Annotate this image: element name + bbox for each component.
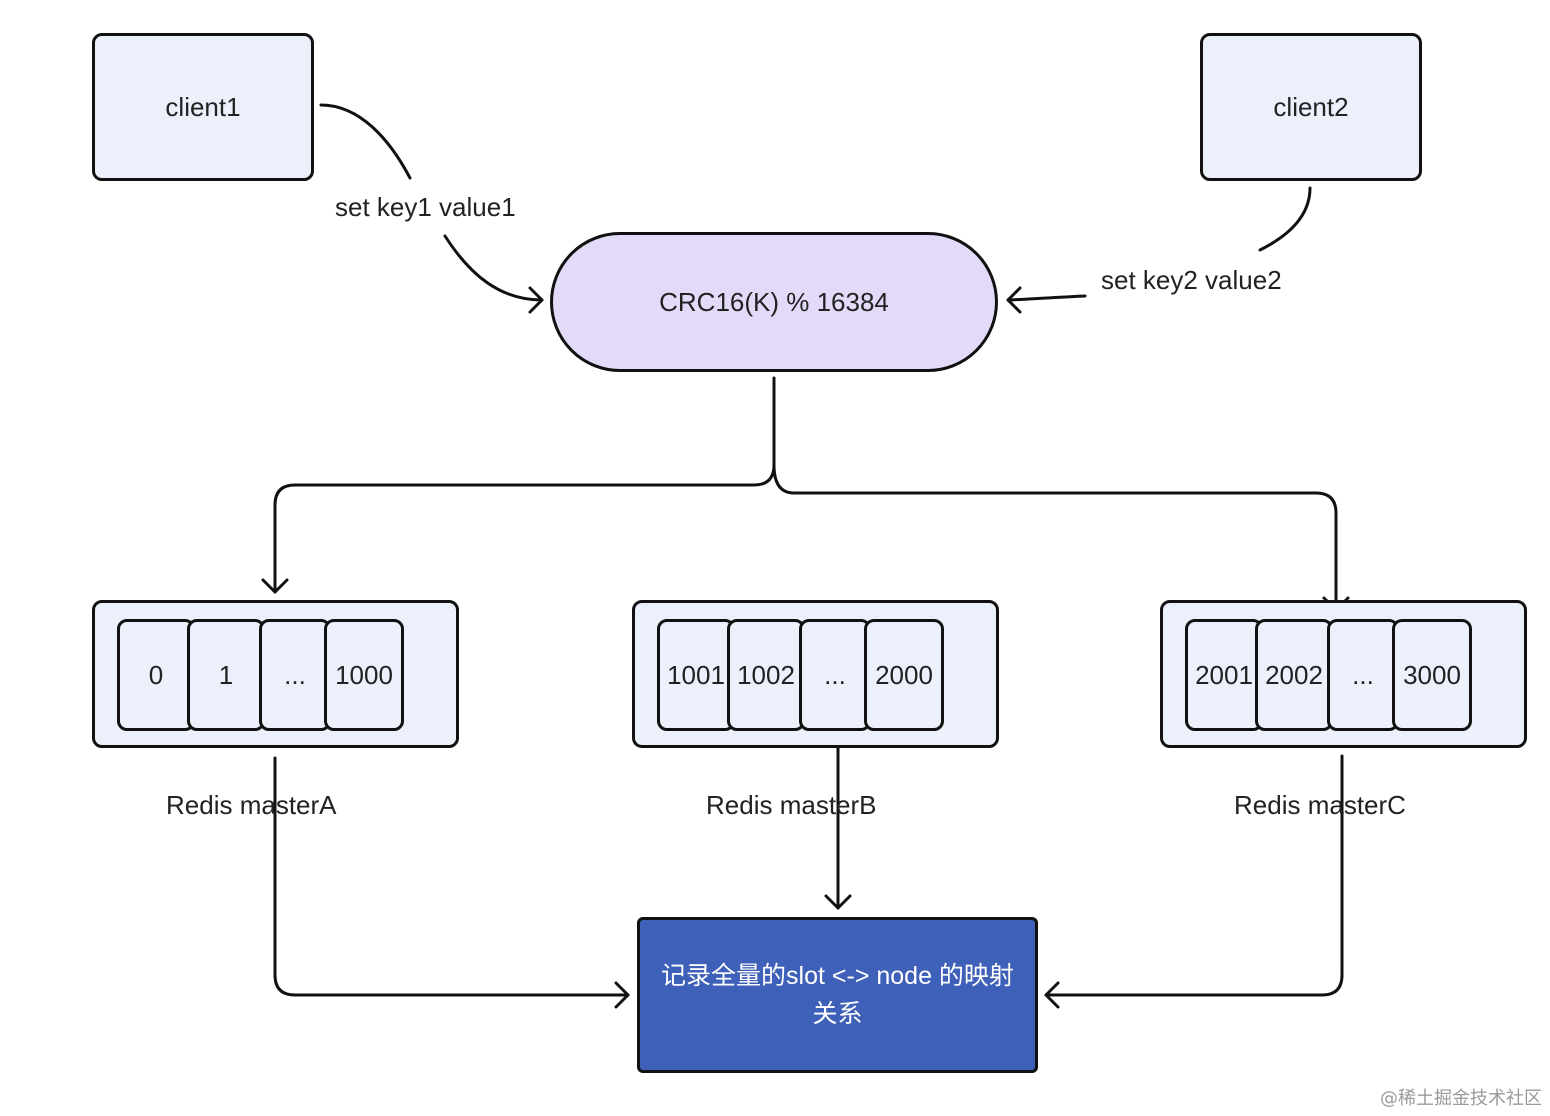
hash-function-label: CRC16(K) % 16384 <box>659 286 889 317</box>
arrowhead-mapping-left <box>614 981 630 1009</box>
redis-master-b-node[interactable]: 1001 1002 ... 2000 <box>632 600 999 748</box>
edge-masterA-to-mapping <box>273 756 630 997</box>
slot-cell: 2002 <box>1255 619 1333 731</box>
slot-cell: ... <box>1327 619 1399 731</box>
slot-cell: 1002 <box>727 619 805 731</box>
arrowhead-client2 <box>1006 286 1022 314</box>
hash-function-node[interactable]: CRC16(K) % 16384 <box>550 232 998 372</box>
arrowhead-mapping-right <box>1044 981 1060 1009</box>
mapping-text-line2: 关系 <box>812 1000 863 1028</box>
slot-node-mapping-box[interactable]: 记录全量的slot <-> node 的映射 关系 <box>637 917 1038 1073</box>
client1-label: client1 <box>165 91 241 122</box>
slot-cell: 1001 <box>657 619 735 731</box>
slot-cell: 1000 <box>324 619 404 731</box>
arrowhead-masterA <box>261 578 289 594</box>
slot-cell: 2001 <box>1185 619 1263 731</box>
edge-client2-to-hash-top <box>1258 186 1312 252</box>
client1-command-label: set key1 value1 <box>335 192 516 222</box>
edge-client2-to-hash-bottom <box>1006 294 1087 302</box>
edge-hash-to-masterA <box>273 463 776 594</box>
slot-cell: 2000 <box>864 619 944 731</box>
client2-command-label: set key2 value2 <box>1101 265 1282 295</box>
slot-cell: 0 <box>117 619 195 731</box>
edge-client1-to-hash-bottom <box>443 234 544 302</box>
redis-master-b-label: Redis masterB <box>706 790 877 820</box>
slot-cell: ... <box>259 619 331 731</box>
client1-box[interactable]: client1 <box>92 33 314 181</box>
mapping-text: 记录全量的slot <-> node 的映射 关系 <box>661 957 1014 1033</box>
edge-masterC-to-mapping <box>1044 754 1344 997</box>
redis-master-a-node[interactable]: 0 1 ... 1000 <box>92 600 459 748</box>
client2-box[interactable]: client2 <box>1200 33 1422 181</box>
redis-master-c-node[interactable]: 2001 2002 ... 3000 <box>1160 600 1527 748</box>
arrowhead-mapping-top <box>824 894 852 910</box>
client2-label: client2 <box>1273 91 1349 122</box>
mapping-text-line1: 记录全量的slot <-> node 的映射 <box>661 962 1014 990</box>
watermark: @稀土掘金技术社区 <box>1380 1088 1542 1109</box>
slot-cell: 3000 <box>1392 619 1472 731</box>
edge-client1-to-hash-top <box>319 103 412 180</box>
redis-master-a-label: Redis masterA <box>166 790 337 820</box>
arrowhead-client1 <box>528 286 544 314</box>
edge-hash-to-masterC <box>772 463 1338 612</box>
slot-cell: 1 <box>187 619 265 731</box>
redis-master-c-label: Redis masterC <box>1234 790 1406 820</box>
slot-cell: ... <box>799 619 871 731</box>
